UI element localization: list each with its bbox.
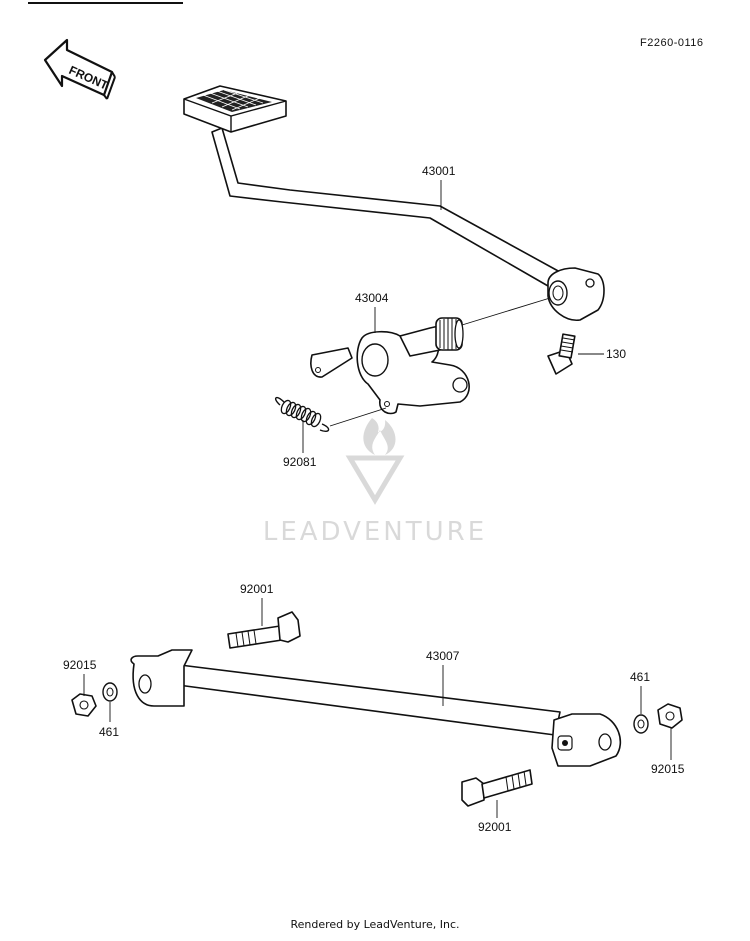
watermark-text: LEADVENTURE [263,517,487,547]
front-arrow-icon: FRONT [43,38,116,100]
bolt-130 [547,333,576,375]
spring-92081 [274,396,330,433]
washer-461-right [633,714,649,734]
footer-text: Rendered by LeadVenture, Inc. [290,918,460,931]
label-130: 130 [606,347,626,361]
label-92081: 92081 [283,455,317,469]
drawing-code: F2260-0116 [640,37,704,49]
leader-spring-to-bracket [329,407,387,427]
label-92015-right: 92015 [651,762,685,776]
nut-92015-left [71,693,97,717]
brake-pedal-43001 [183,85,605,321]
label-92001-bottom: 92001 [478,820,512,834]
leader-shaft-to-pedal [461,297,551,326]
label-92001-top: 92001 [240,582,274,596]
label-461-left: 461 [99,725,119,739]
label-461-right: 461 [630,670,650,684]
nut-92015-right [657,703,683,729]
label-43004: 43004 [355,291,389,305]
brake-rod-43007 [130,649,622,767]
bolt-92001-top [227,611,301,649]
label-92015-left: 92015 [63,658,97,672]
watermark: LEADVENTURE [263,418,487,547]
label-43007: 43007 [426,649,460,663]
bolt-92001-bottom [461,769,533,807]
pedal-shaft-43004 [310,317,470,415]
label-43001: 43001 [422,164,456,178]
washer-461-left [102,682,118,702]
